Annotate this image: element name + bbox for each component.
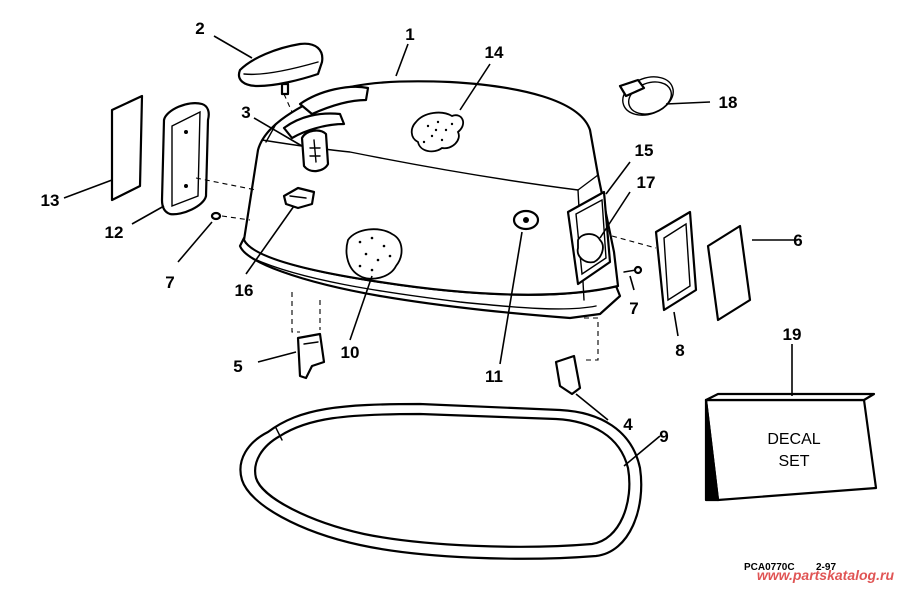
callout-15: 15 — [635, 141, 654, 160]
leader-lines — [63, 35, 798, 467]
callout-3: 3 — [241, 103, 250, 122]
callout-7-left: 7 — [165, 273, 174, 292]
bracket-part-4 — [554, 317, 599, 396]
frame-part-12 — [160, 102, 257, 216]
cap-part-2 — [237, 42, 324, 113]
callout-14: 14 — [485, 43, 504, 62]
screw-part-7-left — [210, 211, 251, 221]
callout-6: 6 — [793, 231, 802, 250]
frame-part-8 — [611, 210, 698, 312]
decal-part-10 — [345, 228, 403, 280]
callout-16: 16 — [235, 281, 254, 300]
decal-set-box-part-19: DECAL SET — [704, 392, 878, 502]
latch-part-3 — [300, 129, 330, 173]
plate-part-6 — [706, 224, 752, 322]
figure-code: PCA0770C — [744, 562, 795, 573]
decal-part-17 — [576, 233, 604, 264]
callout-5: 5 — [233, 357, 242, 376]
decal-set-line1: DECAL — [767, 431, 820, 448]
decal-set-line2: SET — [778, 453, 809, 470]
bracket-part-5 — [291, 292, 326, 380]
callout-4: 4 — [623, 415, 633, 434]
callout-19: 19 — [783, 325, 802, 344]
callout-13: 13 — [41, 191, 60, 210]
screw-part-7-right — [623, 265, 643, 275]
callout-18: 18 — [719, 93, 738, 112]
decal-part-10-speckle — [358, 236, 392, 272]
watermark: www.partskatalog.ru — [757, 567, 895, 583]
gasket-seal-part-9 — [239, 402, 643, 560]
callout-2: 2 — [195, 19, 204, 38]
callout-11: 11 — [485, 367, 503, 386]
callout-17: 17 — [637, 173, 656, 192]
cable-part-18 — [618, 76, 674, 116]
decal-part-14-speckle — [422, 120, 454, 144]
callout-8: 8 — [675, 341, 684, 360]
callout-1: 1 — [405, 25, 414, 44]
callout-labels: 1 2 3 4 5 6 7 7 8 9 10 11 12 13 14 15 16… — [41, 19, 803, 446]
date-code: 2-97 — [816, 562, 836, 573]
plate-part-13 — [110, 94, 144, 202]
callout-12: 12 — [105, 223, 124, 242]
callout-10: 10 — [341, 343, 360, 362]
callout-9: 9 — [659, 427, 668, 446]
callout-7-right: 7 — [629, 299, 638, 318]
